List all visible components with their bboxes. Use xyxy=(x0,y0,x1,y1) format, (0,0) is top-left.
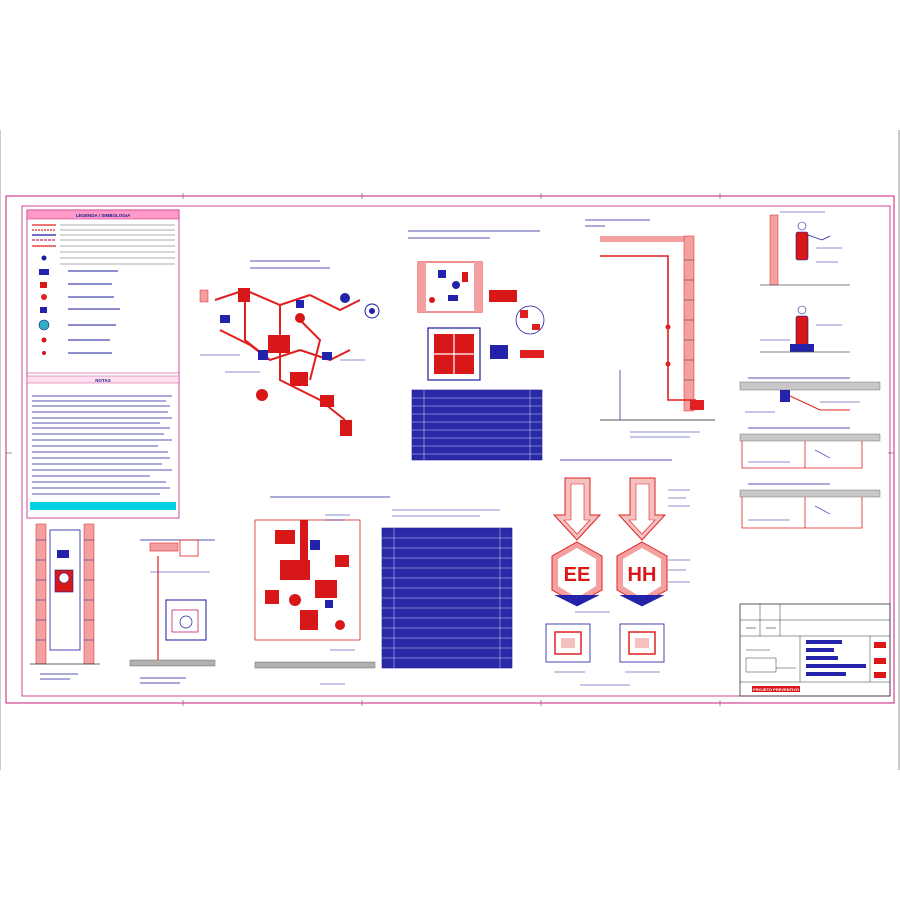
hydrant-sign-hh-text: HH xyxy=(628,564,657,586)
extinguisher-floor-icon xyxy=(795,315,809,347)
legend-title: LEGENDA / SIMBOLOGIA xyxy=(76,213,131,218)
reservoir-plan-view xyxy=(427,327,481,381)
base-plan-left xyxy=(545,623,591,663)
notes-title: NOTAS xyxy=(95,378,110,383)
title-block: PROJETO PREVENTIVO xyxy=(739,603,891,697)
pipe-connection-detail xyxy=(129,539,216,684)
title-block-title: PROJETO PREVENTIVO xyxy=(753,687,799,692)
legend-valve-icon xyxy=(41,294,47,300)
sheet-outer-border xyxy=(5,195,895,704)
notes-text-lines xyxy=(32,395,172,495)
legend-hydrant-icon xyxy=(40,282,47,288)
extinguisher-details xyxy=(760,211,850,353)
pipe-elevation-detail xyxy=(585,219,715,438)
legend-light-icon xyxy=(42,351,46,355)
legend-line-samples xyxy=(32,224,56,247)
extinguisher-wall-icon xyxy=(795,231,809,261)
legend-panel: LEGENDA / SIMBOLOGIA xyxy=(26,209,180,519)
legend-pump-icon xyxy=(41,337,47,343)
base-plan-right xyxy=(619,623,665,663)
legend-sprinkler-icon xyxy=(41,255,47,261)
sheet-inner-border xyxy=(21,205,891,697)
legend-alarm-icon xyxy=(40,307,47,313)
notes-highlight-bar xyxy=(30,502,176,510)
legend-text-lines xyxy=(68,270,120,354)
legend-symbol-rows xyxy=(60,224,175,265)
pump-room-plan xyxy=(254,496,513,685)
isometric-piping-diagram xyxy=(199,260,380,436)
reservoir-detail xyxy=(408,230,545,461)
legend-icons xyxy=(38,255,50,355)
slab-install-details xyxy=(739,377,881,529)
tank-section-detail xyxy=(30,523,100,680)
legend-detector-icon xyxy=(38,319,50,331)
legend-extinguisher-icon xyxy=(39,269,49,275)
equipment-schedule-table xyxy=(381,509,513,669)
reservoir-schedule-table xyxy=(411,389,543,461)
signage-details: EE HH xyxy=(545,459,690,686)
hydrant-sign-ee-text: EE xyxy=(564,564,591,586)
